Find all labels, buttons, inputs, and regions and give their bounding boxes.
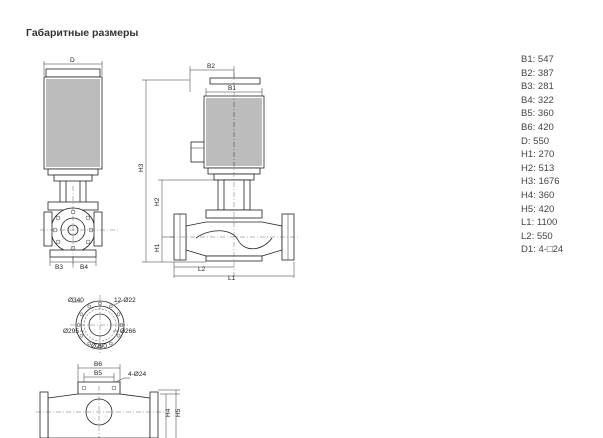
bolt-hole [109,304,113,309]
dimension-key: D1 [521,244,538,255]
dimension-key: H5 [521,204,538,215]
dimension-item: D14-□24 [521,243,563,257]
label-h1: H1 [154,243,161,252]
dimension-item: H5420 [521,203,563,217]
dimension-value: 550 [536,230,553,242]
terminal-box [190,141,206,163]
dimension-value: 1100 [536,217,558,229]
label-b1: B1 [228,85,236,92]
side-view: B2 B1 [138,63,298,282]
label-d295: Ø295 [63,328,79,335]
dimension-key: H4 [521,190,538,201]
dimension-key: B5 [521,108,538,119]
bolt-hole [79,312,84,316]
dimension-key: B3 [521,81,538,92]
dimensions-list: B1547 B2387 B3281 B4322 B5360 B6420 D550… [521,53,563,257]
dimension-item: L11100 [521,216,563,230]
dimension-item: H31676 [521,175,563,189]
dimension-key: L1 [521,217,537,228]
dimension-value: 420 [537,121,554,133]
bolt-hole [116,312,121,316]
label-d266: Ø266 [120,328,136,335]
dimension-key: H3 [521,176,538,187]
label-flange-holes: 12-Ø22 [114,297,136,304]
dimension-item: B2387 [521,67,563,81]
dimension-item: B1547 [521,53,563,67]
label-b5: B5 [94,370,102,377]
dimension-item: B6420 [521,121,563,135]
motor-fins-side [206,98,262,166]
dimension-key: B4 [521,95,538,106]
bolt-hole [79,334,84,338]
label-h4: H4 [165,408,172,417]
label-h2: H2 [154,197,161,206]
dimension-value: 281 [537,81,554,93]
dimension-key: D [521,136,533,147]
dimension-value: 547 [537,54,554,65]
label-b6: B6 [94,361,102,368]
dimension-key: B2 [521,68,538,79]
dimension-value: 420 [538,203,555,215]
dimension-key: B1 [521,54,538,65]
front-view: D [40,57,118,271]
dimension-value: 270 [538,149,555,161]
label-b3: B3 [55,264,63,271]
dimension-value: 4-□24 [538,244,564,256]
motor-fins [46,79,100,167]
dimension-value: 360 [537,108,554,120]
dimension-key: H1 [521,149,538,160]
dimension-value: 550 [533,135,550,147]
dimension-item: B5360 [521,107,563,121]
dimension-item: B4322 [521,94,563,108]
dimension-item: H4360 [521,189,563,203]
dimension-value: 360 [538,189,555,201]
dimension-key: H2 [521,163,538,174]
dimension-item: H1270 [521,148,563,162]
dimension-item: B3281 [521,80,563,94]
label-l1: L1 [228,275,236,282]
dimension-item: L2550 [521,230,563,244]
bolt-hole [87,304,91,309]
dimension-item: D550 [521,135,563,149]
base-view: B6 B5 4-Ø24 H4 H5 [36,361,182,438]
label-l2: L2 [198,266,206,273]
bolt-hole [109,341,113,346]
label-d: D [70,57,75,64]
section-title: Габаритные размеры [26,27,139,39]
label-h5: H5 [175,408,182,417]
dimension-item: H2513 [521,162,563,176]
bolt-hole [87,341,91,346]
dimension-value: 387 [537,67,554,79]
dimension-value: 513 [538,162,555,174]
dimension-value: 1676 [538,176,560,188]
dimension-key: L2 [521,231,537,242]
label-h3: H3 [138,163,145,172]
flange-view: Ø340 12-Ø22 Ø295 Ø266 Ø200 [63,295,136,355]
label-d200: Ø200 [91,343,107,350]
label-base-holes: 4-Ø24 [128,371,146,378]
label-b4: B4 [80,264,88,271]
dimension-value: 322 [537,94,554,106]
dimension-key: B6 [521,122,538,133]
label-d340: Ø340 [68,297,84,304]
bolt-hole [116,334,121,338]
label-b2: B2 [207,63,215,70]
